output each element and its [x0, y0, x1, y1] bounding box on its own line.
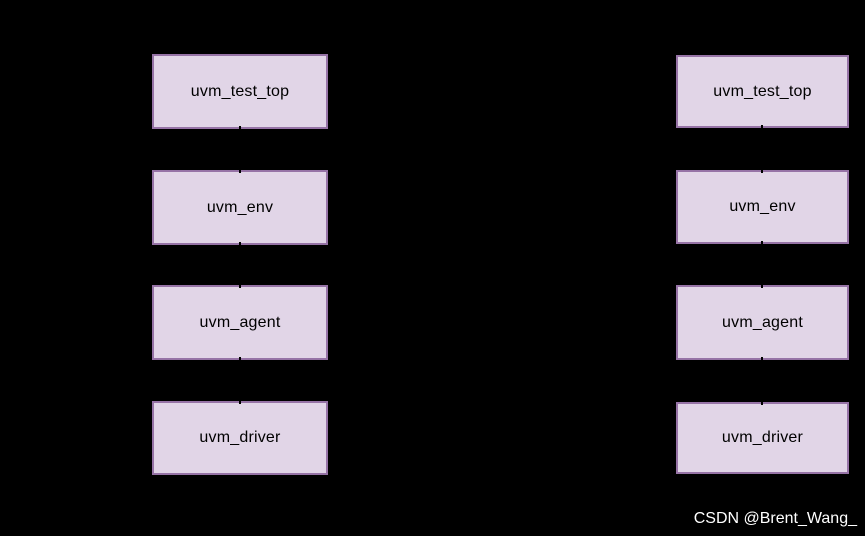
connector-line-right-1 — [761, 125, 763, 173]
box-left-uvm-test-top: uvm_test_top — [152, 54, 328, 129]
box-label: uvm_agent — [199, 313, 281, 331]
box-left-uvm-env: uvm_env — [152, 170, 328, 245]
box-right-uvm-driver: uvm_driver — [676, 402, 849, 474]
box-label: uvm_agent — [722, 313, 803, 331]
box-label: uvm_env — [206, 198, 274, 216]
connector-line-left-3 — [239, 357, 241, 404]
watermark-text: CSDN @Brent_Wang_ — [693, 510, 857, 527]
box-label: uvm_driver — [721, 429, 804, 446]
box-label: uvm_test_top — [713, 82, 812, 100]
box-label: uvm_test_top — [190, 82, 290, 100]
connector-line-left-2 — [239, 242, 241, 288]
box-right-uvm-test-top: uvm_test_top — [676, 55, 849, 128]
box-label: uvm_env — [729, 198, 796, 215]
box-label: uvm_driver — [199, 429, 281, 446]
box-right-uvm-agent: uvm_agent — [676, 285, 849, 360]
box-right-uvm-env: uvm_env — [676, 170, 849, 244]
box-left-uvm-driver: uvm_driver — [152, 401, 328, 475]
connector-line-right-3 — [761, 357, 763, 405]
connector-line-right-2 — [761, 241, 763, 288]
connector-line-left-1 — [239, 126, 241, 173]
box-left-uvm-agent: uvm_agent — [152, 285, 328, 360]
